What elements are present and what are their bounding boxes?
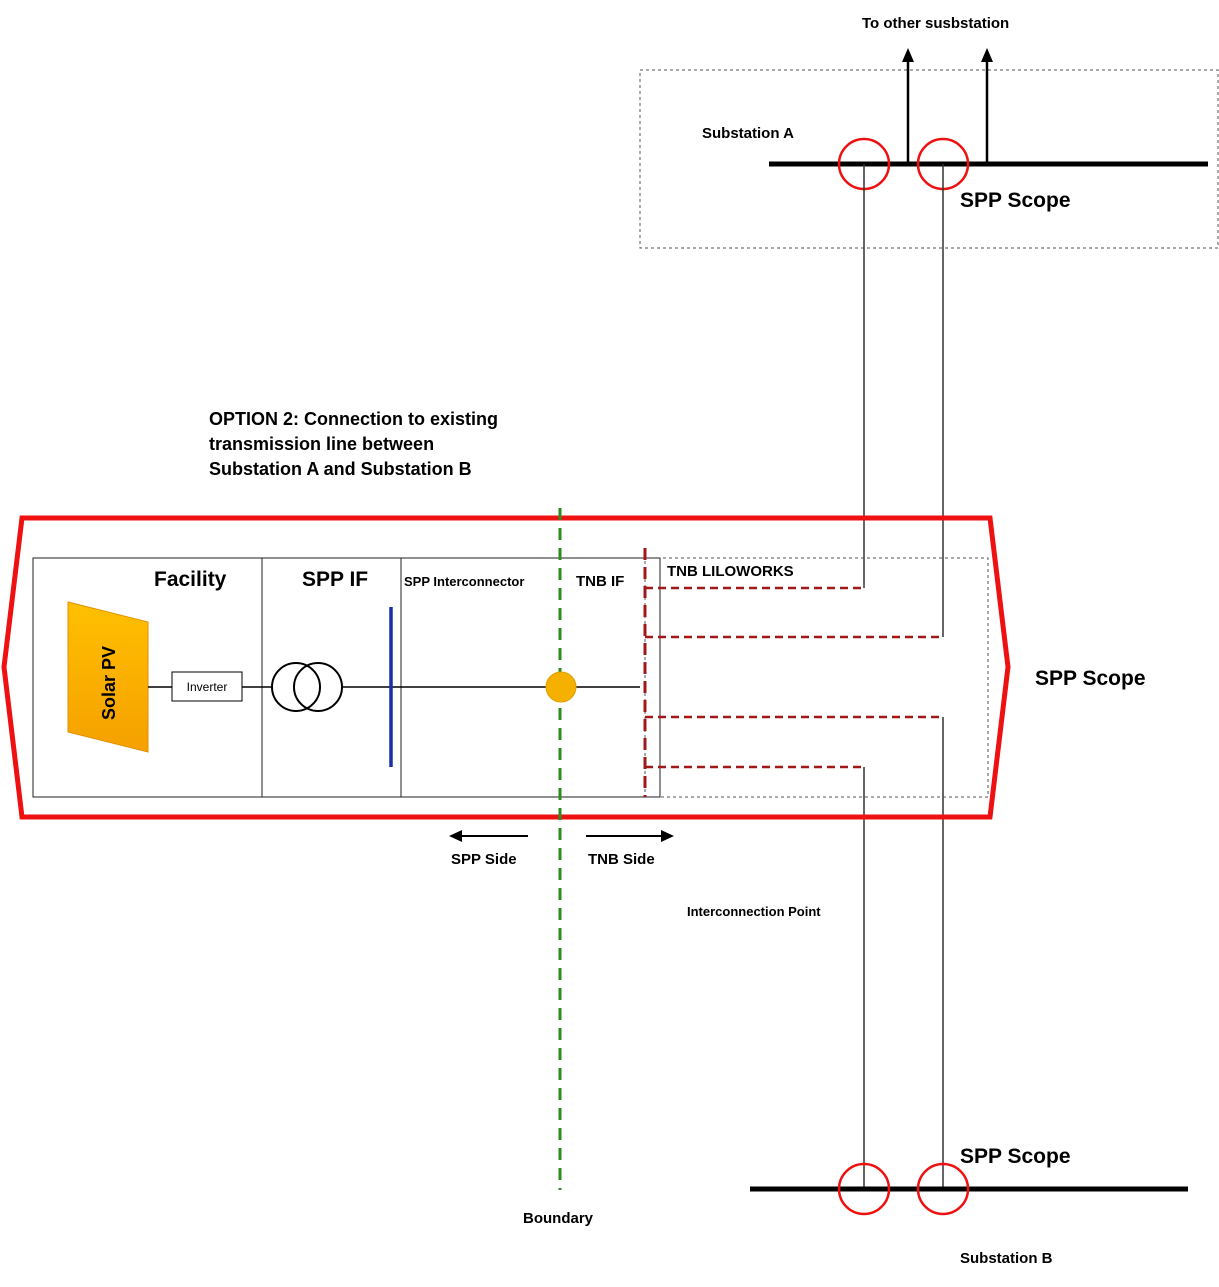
spp-scope-outline (1, 515, 1011, 820)
substation-b-label: Substation B (960, 1250, 1053, 1267)
spp-interconnector-label: SPP Interconnector (404, 574, 524, 589)
option-title-line-3: Substation A and Substation B (209, 459, 472, 479)
tnb-side-label: TNB Side (588, 851, 655, 868)
substation-b-bay-circle-1 (837, 1162, 891, 1216)
facility-label: Facility (154, 568, 227, 591)
substation-b-spp-scope-label: SPP Scope (960, 1145, 1071, 1168)
interconnection-point-label: Interconnection Point (687, 904, 821, 919)
spp-if-label: SPP IF (302, 568, 368, 591)
spp-side-label: SPP Side (451, 851, 517, 868)
solar-pv-label: Solar PV (99, 646, 119, 720)
to-other-substation-label: To other susbstation (862, 15, 1009, 32)
option-title-line-1: OPTION 2: Connection to existing (209, 409, 498, 429)
substation-a-spp-scope-label: SPP Scope (960, 189, 1071, 212)
inverter-label: Inverter (187, 680, 228, 694)
spp-side-arrowhead (449, 830, 462, 842)
substation-a-label: Substation A (702, 125, 794, 142)
transformer-secondary-winding (293, 662, 343, 712)
solar-pv-panel (67, 601, 149, 753)
tnb-side-arrowhead (661, 830, 674, 842)
outgoing-feeder-arrowhead-1 (902, 48, 914, 62)
interconnection-point-marker (545, 671, 577, 703)
substation-b-bay-circle-2 (916, 1162, 970, 1216)
facility-block-outline (32, 557, 661, 798)
tnb-liloworks-zone (644, 557, 989, 798)
transformer-primary-winding (271, 662, 321, 712)
option-title-line-2: transmission line between (209, 434, 434, 454)
tnb-liloworks-label: TNB LILOWORKS (667, 563, 794, 580)
main-spp-scope-label: SPP Scope (1035, 667, 1146, 690)
tnb-if-label: TNB IF (576, 573, 624, 590)
boundary-label: Boundary (523, 1210, 594, 1227)
substation-a-boundary-box (639, 69, 1219, 249)
outgoing-feeder-arrowhead-2 (981, 48, 993, 62)
